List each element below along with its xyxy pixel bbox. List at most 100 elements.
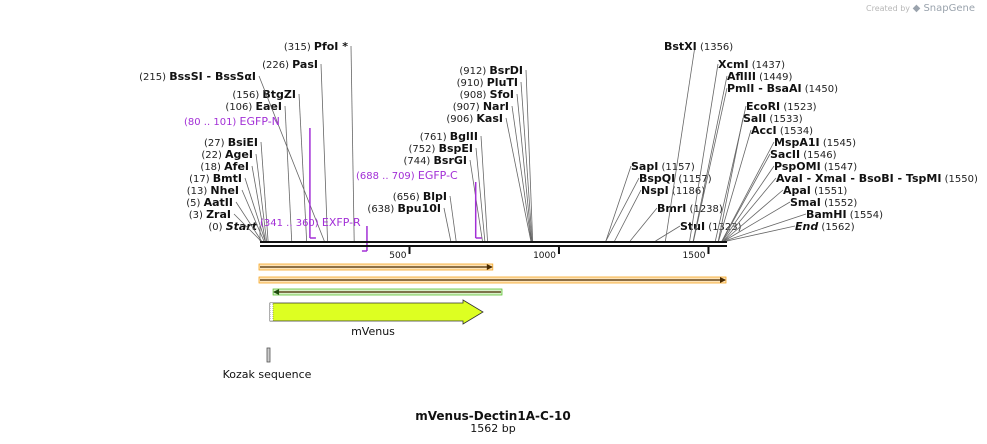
primer-name: EGFP-C [418,169,458,182]
site-position: (215) [139,72,169,83]
site-sacii: SacII (1546) [721,148,837,242]
site-position: (5) [186,198,203,209]
site-leader-line [718,129,752,242]
primer-name: EGFP-N [240,115,280,128]
site-name: StuI [680,220,705,233]
site-pluti: (910) PluTI [457,76,533,242]
site-btgzi: (156) BtgZI [232,88,308,242]
site-kasi: (906) KasI [446,112,532,242]
site-label: (906) KasI [446,112,503,125]
site-leader-line [723,177,777,242]
site-leader-line [605,177,640,242]
site-leader-line [511,105,532,242]
primer-range: (688 .. 709) [356,171,418,182]
site-label: BmrI (1238) [657,202,723,215]
site-name: BlpI [423,190,447,203]
site-label: (22) AgeI [201,148,253,161]
site-name: PluTI [487,76,518,89]
site-name: BamHI [806,208,847,221]
site-label: (912) BsrDI [459,64,523,77]
site-blpi: (656) BlpI [393,190,457,242]
cds-start-marker [269,302,274,322]
site-label: (5) AatII [186,196,233,209]
site-label: SacII (1546) [770,148,837,161]
site-aliases: - XmaI - BsoBI - TspMI [803,172,942,185]
site-afliii: AflIII (1449) [692,70,792,242]
site-position: (27) [204,138,228,149]
site-label: AccI (1534) [751,124,813,137]
site-zrai: (3) ZraI [189,208,262,242]
site-position: (22) [201,150,225,161]
site-label: (656) BlpI [393,190,447,203]
site-name: NheI [210,184,239,197]
site-leader-line [516,93,532,242]
site-position: (1552) [821,198,858,209]
site-leader-line [241,189,265,242]
site-leader-line [284,105,293,242]
feature-label: mVenus [351,325,395,338]
site-name: BsrGI [434,154,467,167]
orf-arrowhead [720,277,726,283]
site-label: (752) BspEI [409,142,474,155]
site-label: StuI (1323) [680,220,742,233]
site-position: (907) [453,102,483,113]
site-label: SalI (1533) [743,112,803,125]
site-label: EcoRI (1523) [746,100,817,113]
site-leader-line [721,153,771,242]
site-nhei: (13) NheI [187,184,265,242]
site-label: BspQI (1157) [639,172,712,185]
site-avai: AvaI - XmaI - BsoBI - TspMI (1550) [723,172,978,242]
site-label: BamHI (1554) [806,208,883,221]
restriction-sites: (0) Start(3) ZraI(5) AatII(13) NheI(17) … [139,40,978,242]
tick-label-1500: 1500 [683,251,706,261]
site-position: (17) [189,174,213,185]
site-name: End [795,220,818,233]
site-leader-line [520,81,533,242]
site-bamhi: BamHI (1554) [724,208,883,242]
site-name: KasI [476,112,503,125]
site-leader-line [244,177,266,242]
site-name: BsrDI [489,64,523,77]
site-name: PmlI [727,82,754,95]
site-leader-line [251,165,266,242]
site-label: NspI (1186) [641,184,705,197]
site-pasi: (226) PasI [262,58,328,242]
site-name: SfoI [490,88,514,101]
site-position: (1562) [818,222,855,233]
site-label: AflIII (1449) [727,70,792,83]
primer-label: (341 .. 360) EXFP-R [260,216,361,229]
orfs [258,263,727,296]
site-pmli: PmlI - BsaAI (1450) [693,82,838,242]
site-name: NarI [483,100,509,113]
site-bsrdi: (912) BsrDI [459,64,534,242]
site-position: (1551) [811,186,848,197]
site-position: (912) [459,66,489,77]
site-position: (906) [446,114,476,125]
site-label: (907) NarI [453,100,509,113]
site-position: (1186) [669,186,706,197]
site-leader-line [689,63,719,242]
site-name: NspI [641,184,669,197]
primer-egfp-c: (688 .. 709) EGFP-C [356,169,482,239]
site-label: (910) PluTI [457,76,518,89]
site-name: AgeI [225,148,253,161]
site-label: (13) NheI [187,184,239,197]
site-pfoi: (315) PfoI * [284,40,355,242]
site-leader-line [722,165,775,242]
site-label: (908) SfoI [460,88,514,101]
site-nari: (907) NarI [453,100,532,242]
site-label: (215) BssSI - BssSαI [139,70,256,83]
site-leader-line [320,63,328,242]
site-name: MspA1I [774,136,820,149]
site-label: MspA1I (1545) [774,136,856,149]
site-name: BglII [450,130,478,143]
site-position: (1554) [847,210,884,221]
primer-egfp-n: (80 .. 101) EGFP-N [184,115,316,239]
site-agei: (22) AgeI [201,148,267,242]
site-label: XcmI (1437) [718,58,785,71]
site-leader-line [475,147,486,242]
site-leader-line [723,201,791,242]
site-position: (1157) [675,174,712,185]
